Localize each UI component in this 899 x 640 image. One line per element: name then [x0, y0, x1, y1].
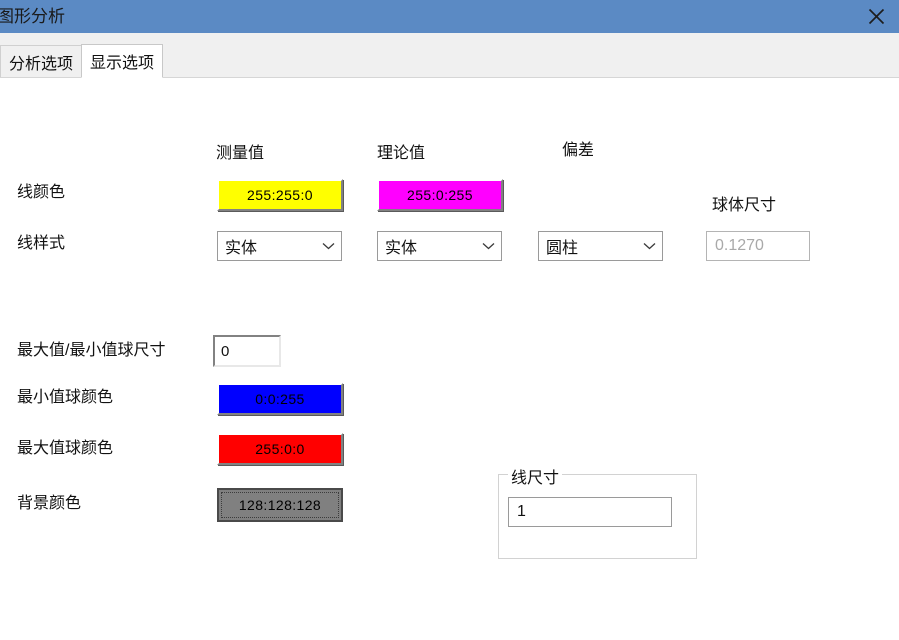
select-value: 实体: [225, 240, 258, 257]
sphere-size-input[interactable]: 0.1270: [706, 231, 810, 261]
tab-label: 分析选项: [9, 55, 74, 73]
label-line-style: 线样式: [17, 235, 66, 252]
line-color-theoretical-swatch[interactable]: 255:0:255: [377, 179, 503, 211]
tab-label: 显示选项: [90, 55, 155, 72]
swatch-value: 255:0:0: [255, 441, 305, 457]
label-sphere-size: 球体尺寸: [712, 197, 777, 214]
minmax-sphere-size-input[interactable]: 0: [213, 335, 281, 367]
line-size-input[interactable]: 1: [508, 497, 672, 527]
chevron-down-icon: [315, 242, 341, 250]
min-sphere-color-swatch[interactable]: 0:0:255: [217, 383, 343, 415]
window-title: 图形分析: [0, 7, 65, 26]
label-minmax-sphere-size: 最大值/最小值球尺寸: [17, 342, 166, 359]
label-max-sphere-color: 最大值球颜色: [17, 440, 114, 457]
column-header-deviation: 偏差: [562, 142, 595, 159]
label-background-color: 背景颜色: [17, 495, 82, 512]
swatch-value: 255:0:255: [407, 187, 473, 203]
select-value: 实体: [385, 240, 418, 257]
close-button[interactable]: [853, 0, 899, 33]
swatch-value: 128:128:128: [238, 497, 322, 513]
background-color-swatch[interactable]: 128:128:128: [217, 488, 343, 522]
tab-analysis-options[interactable]: 分析选项: [0, 45, 83, 77]
swatch-value: 0:0:255: [255, 391, 305, 407]
swatch-value: 255:255:0: [247, 187, 313, 203]
select-value: 圆柱: [546, 240, 579, 257]
line-style-deviation-select[interactable]: 圆柱: [538, 231, 663, 261]
display-options-panel: 测量值 理论值 偏差 线颜色 255:255:0 255:0:255 线样式 实…: [0, 78, 899, 640]
column-header-theoretical: 理论值: [377, 145, 426, 162]
line-color-measured-swatch[interactable]: 255:255:0: [217, 179, 343, 211]
window-titlebar: 图形分析: [0, 0, 899, 33]
max-sphere-color-swatch[interactable]: 255:0:0: [217, 433, 343, 465]
line-style-measured-select[interactable]: 实体: [217, 231, 342, 261]
chevron-down-icon: [475, 242, 501, 250]
label-min-sphere-color: 最小值球颜色: [17, 389, 114, 406]
line-size-groupbox: 线尺寸 1: [498, 464, 697, 559]
close-icon: [868, 8, 885, 25]
line-style-theoretical-select[interactable]: 实体: [377, 231, 502, 261]
label-line-color: 线颜色: [17, 184, 66, 201]
chevron-down-icon: [636, 242, 662, 250]
tab-display-options[interactable]: 显示选项: [81, 44, 164, 78]
column-header-measured: 测量值: [216, 145, 265, 162]
line-size-legend: 线尺寸: [508, 464, 563, 488]
tab-strip: 分析选项 显示选项: [0, 33, 899, 78]
